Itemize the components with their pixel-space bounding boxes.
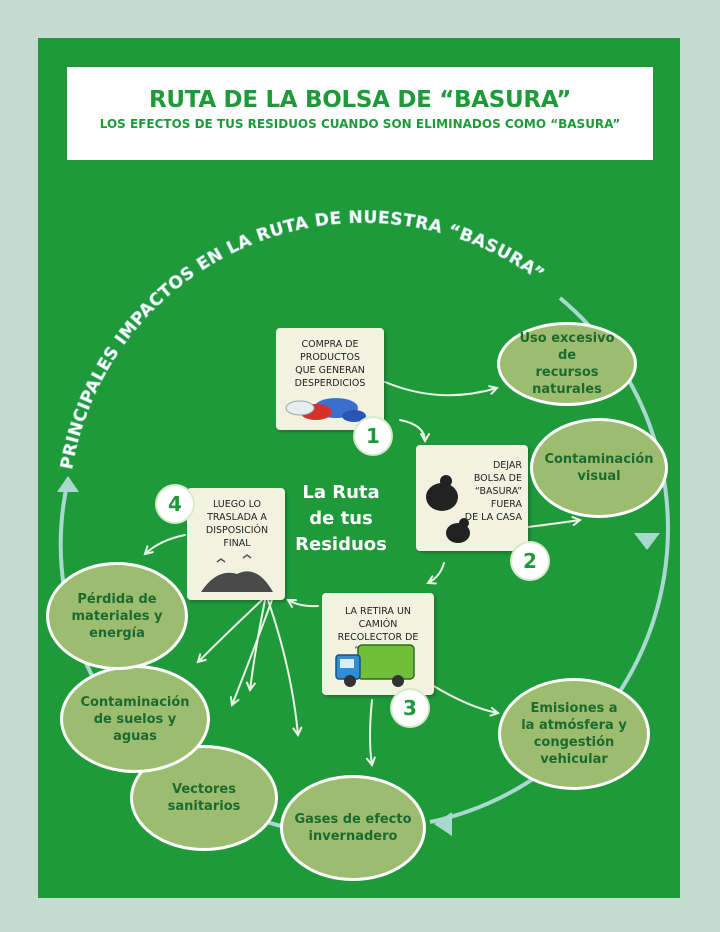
step-card-3: La retira un camión recolector de “basur… — [322, 593, 434, 695]
arrow-3-to-gases — [370, 699, 372, 765]
ring-arrowhead-left — [57, 476, 79, 492]
arrow-1-to-uso — [384, 381, 497, 397]
arrow-4-to-suelos-b — [250, 599, 266, 690]
step-number-2: 2 — [512, 543, 548, 579]
page-subtitle: LOS EFECTOS DE TUS RESIDUOS CUANDO SON E… — [99, 117, 621, 131]
step-1-text: Compra de productos que generan desperdi… — [294, 339, 366, 389]
trash-bags-illustration — [426, 475, 470, 543]
step-number-3: 3 — [392, 690, 428, 726]
impact-perdida: Pérdida de materiales y energía — [46, 562, 188, 670]
impact-contaminacion-visual: Contaminación visual — [530, 418, 668, 518]
header-box: RUTA DE LA BOLSA DE “BASURA” LOS EFECTOS… — [67, 67, 653, 160]
arrow-2-to-3 — [428, 562, 445, 583]
ring-arrowhead-bottom — [434, 812, 452, 836]
step-card-2: Dejar bolsa de “basura” fuera de la casa — [416, 445, 528, 551]
step-number-1: 1 — [355, 418, 391, 454]
arrow-1-to-2 — [399, 419, 425, 441]
arrow-3-to-emisiones — [431, 684, 498, 713]
landfill-illustration — [201, 554, 273, 592]
step-2-text: Dejar bolsa de “basura” fuera de la casa — [464, 460, 522, 523]
step-card-1: Compra de productos que generan desperdi… — [276, 328, 384, 430]
impact-uso-excesivo: Uso excesivo de recursos naturales — [497, 322, 637, 406]
arrow-2-to-visual — [527, 520, 580, 528]
page-title: RUTA DE LA BOLSA DE “BASURA” — [148, 87, 572, 113]
arrow-4-to-vectores — [267, 599, 298, 735]
arrow-4-to-suelos-a — [198, 599, 263, 662]
ring-arrowhead-right — [634, 533, 660, 550]
step-number-4: 4 — [157, 486, 193, 522]
step-card-4: Luego lo traslada a disposición final — [187, 488, 285, 600]
impact-emisiones: Emisiones a la atmósfera y congestión ve… — [498, 678, 650, 790]
center-title: La Ruta de tus Residuos — [295, 482, 387, 555]
arrow-4-to-perdida — [145, 534, 186, 554]
step-4-text: Luego lo traslada a disposición final — [205, 499, 269, 549]
garbage-truck-illustration — [335, 644, 415, 687]
plastic-bags-illustration — [285, 398, 366, 422]
impact-gases: Gases de efecto invernadero — [280, 775, 426, 881]
arrow-3-to-4 — [288, 600, 319, 606]
impact-contaminacion-suelos: Contaminación de suelos y aguas — [60, 665, 210, 773]
arrow-4-to-gases — [232, 599, 273, 705]
